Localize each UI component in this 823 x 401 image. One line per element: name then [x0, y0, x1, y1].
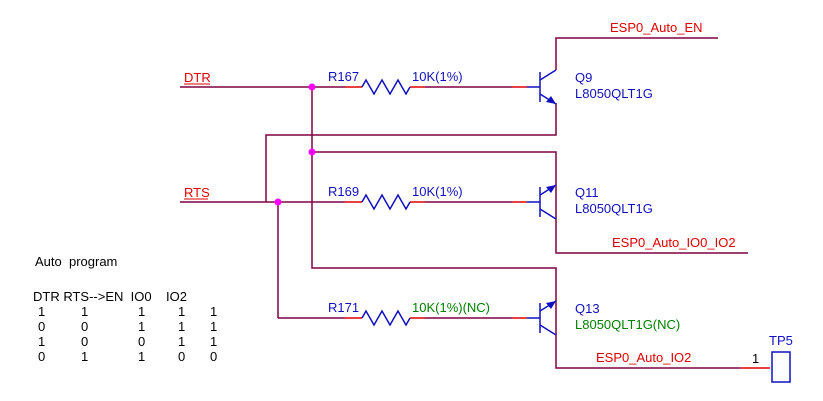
- table-cell: 0: [81, 319, 88, 334]
- table-cell: 1: [38, 304, 45, 319]
- table-cell: 1: [210, 319, 217, 334]
- net-label-auto-io2: ESP0_Auto_IO2: [596, 350, 691, 365]
- resistor-value: 10K(1%): [412, 69, 463, 84]
- transistor-part: L8050QLT1G(NC): [575, 317, 680, 332]
- table-cell: 1: [138, 304, 145, 319]
- table-cell: 1: [178, 334, 185, 349]
- transistor-part: L8050QLT1G: [575, 201, 653, 216]
- table-cell: 1: [178, 319, 185, 334]
- resistor-ref: R171: [328, 300, 359, 315]
- component-labels: R167 10K(1%) R169 10K(1%) R171 10K(1%)(N…: [328, 69, 793, 366]
- table-cell: 0: [178, 349, 185, 364]
- resistor-r171: [361, 309, 411, 327]
- table-cell: 0: [210, 349, 217, 364]
- transistor-q9: [527, 69, 557, 105]
- resistor-value: 10K(1%)(NC): [412, 300, 490, 315]
- table-cell: 1: [81, 304, 88, 319]
- table-cell: 1: [210, 334, 217, 349]
- junction-dot: [308, 83, 316, 91]
- transistor-q13: [527, 300, 557, 336]
- resistor-r167: [361, 78, 411, 96]
- net-label-dtr: DTR: [184, 70, 211, 85]
- table-header: DTR RTS-->EN IO0 IO2: [33, 289, 187, 304]
- junction-dot: [274, 198, 282, 206]
- net-label-auto-io0-io2: ESP0_Auto_IO0_IO2: [612, 235, 736, 250]
- testpoint-tp5: [771, 351, 791, 383]
- transistor-part: L8050QLT1G: [575, 86, 653, 101]
- table-cell: 0: [38, 319, 45, 334]
- resistor-r169: [361, 193, 411, 211]
- transistor-ref: Q13: [575, 301, 600, 316]
- table-cell: 1: [81, 349, 88, 364]
- table-title: Auto program: [35, 254, 117, 269]
- table-cell: 1: [210, 304, 217, 319]
- auto-program-table: Auto program DTR RTS-->EN IO0 IO2 1 1 1 …: [33, 254, 217, 364]
- resistor-value: 10K(1%): [412, 184, 463, 199]
- junction-dot: [308, 148, 316, 156]
- table-cell: 0: [138, 334, 145, 349]
- testpoint-ref: TP5: [769, 333, 793, 348]
- net-label-auto-en: ESP0_Auto_EN: [610, 20, 703, 35]
- table-cell: 0: [38, 349, 45, 364]
- transistor-ref: Q11: [575, 185, 599, 200]
- table-cell: 0: [81, 334, 88, 349]
- table-cell: 1: [178, 304, 185, 319]
- transistor-q11: [527, 184, 557, 220]
- table-cell: 1: [138, 349, 145, 364]
- wires: [180, 37, 770, 369]
- transistor-ref: Q9: [575, 70, 592, 85]
- table-cell: 1: [138, 319, 145, 334]
- net-labels: DTR RTS ESP0_Auto_EN ESP0_Auto_IO0_IO2 E…: [184, 20, 736, 365]
- testpoint-pin: 1: [752, 351, 759, 366]
- resistor-ref: R169: [328, 184, 359, 199]
- table-cell: 1: [38, 334, 45, 349]
- net-label-rts: RTS: [184, 185, 210, 200]
- junctions: [274, 83, 316, 206]
- resistor-ref: R167: [328, 69, 359, 84]
